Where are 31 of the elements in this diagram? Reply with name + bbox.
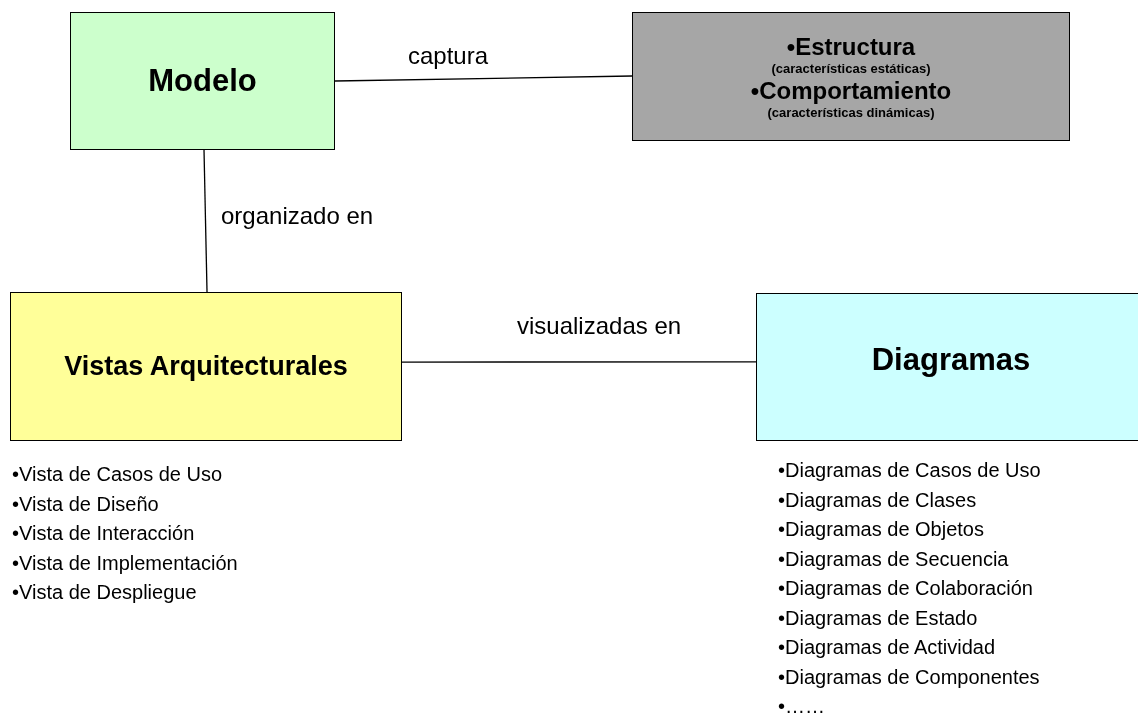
concept-box <box>10 292 402 441</box>
heading-text: •Comportamiento <box>750 76 952 104</box>
list-item: •Diagramas de Estado <box>778 605 979 631</box>
connector-line <box>203 149 208 293</box>
note-text: (características dinámicas) <box>767 104 935 121</box>
edge-label: visualizadas en <box>517 312 682 340</box>
list-item: •Diagramas de Casos de Uso <box>778 458 1041 483</box>
box-title: Diagramas <box>871 342 1031 378</box>
edge-label: organizado en <box>221 202 374 230</box>
list-item: •Vista de Despliegue <box>12 580 198 605</box>
concept-box <box>756 293 1138 441</box>
connector-line <box>334 75 633 82</box>
list-item: •Vista de Diseño <box>12 491 160 517</box>
list-item: •Diagramas de Colaboración <box>778 576 1034 601</box>
list-item: •Vista de Casos de Uso <box>12 462 224 487</box>
list-item: •Vista de Interacción <box>12 521 196 546</box>
list-item: •Vista de Implementación <box>12 550 238 576</box>
list-item: •Diagramas de Clases <box>778 487 978 513</box>
list-item: •…… <box>778 694 826 717</box>
box-title: Vistas Arquitecturales <box>64 351 348 382</box>
info-box <box>632 12 1070 141</box>
note-text: (características estáticas) <box>771 59 931 77</box>
list-item: •Diagramas de Actividad <box>778 635 997 660</box>
list-item: •Diagramas de Secuencia <box>778 546 1010 572</box>
list-item: •Diagramas de Objetos <box>778 517 985 542</box>
concept-box <box>70 12 335 150</box>
list-item: •Diagramas de Componentes <box>778 664 1041 690</box>
box-title: Modelo <box>148 63 257 99</box>
heading-text: •Estructura <box>786 32 916 60</box>
edge-label: captura <box>408 42 489 70</box>
connector-line <box>401 361 757 363</box>
